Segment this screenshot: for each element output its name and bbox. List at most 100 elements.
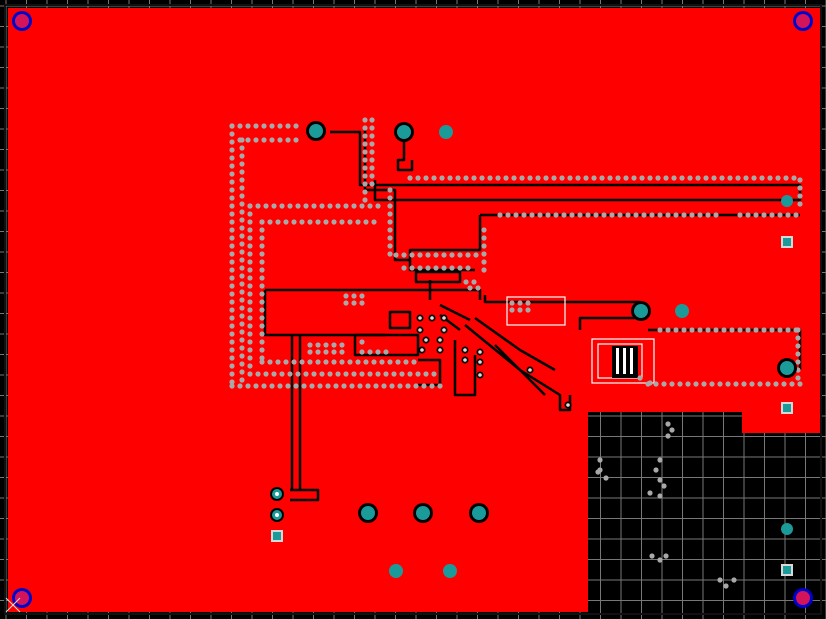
pad-icon[interactable] [675,304,689,318]
pad-icon[interactable] [389,564,403,578]
via-icon [293,123,299,129]
via-icon [447,175,453,181]
via-icon [259,291,265,297]
via-icon [669,427,675,433]
copper-pour[interactable] [8,8,822,612]
via-icon [657,327,663,333]
pad-icon[interactable] [416,506,430,520]
via-icon [777,212,783,218]
via-icon [481,267,487,273]
via-icon [229,131,235,137]
via-icon [795,375,801,381]
via-icon [585,212,591,218]
via-icon [438,338,442,342]
via-icon [713,212,719,218]
via-icon [339,342,345,348]
via-icon [247,267,253,273]
via-icon [481,243,487,249]
via-icon [331,342,337,348]
via-icon [323,219,329,225]
via-icon [255,371,261,377]
pad-icon[interactable] [397,125,411,139]
via-icon [465,265,471,271]
via-icon [375,349,381,355]
via-icon [537,212,543,218]
ic-footprint[interactable] [612,346,638,378]
via-icon [401,252,407,258]
via-icon [229,315,235,321]
via-icon [369,173,375,179]
via-icon [421,383,427,389]
via-icon [239,281,245,287]
via-icon [423,175,429,181]
trace [414,270,462,284]
via-icon [473,252,479,258]
via-icon [293,383,299,389]
via-icon [367,203,373,209]
square-pad-icon[interactable] [783,404,791,412]
mount-holes[interactable] [12,11,813,608]
via-icon [315,349,321,355]
via-icon [279,203,285,209]
via-icon [239,161,245,167]
via-icon [561,212,567,218]
via-icon [229,323,235,329]
pad-icon[interactable] [781,195,793,207]
pad-hole [275,513,279,517]
via-icon [362,189,368,195]
pad-icon[interactable] [309,124,323,138]
pad-icon[interactable] [634,304,648,318]
via-icon [781,381,787,387]
via-icon [239,201,245,207]
via-icon [229,259,235,265]
via-icon [239,361,245,367]
via-icon [275,219,281,225]
via-icon [247,355,253,361]
square-pad-icon[interactable] [783,566,791,574]
via-icon [641,212,647,218]
via-icon [387,251,393,257]
pad-icon[interactable] [361,506,375,520]
mount-hole-icon[interactable] [793,11,813,31]
via-icon [745,327,751,333]
mount-hole-icon[interactable] [12,11,32,31]
via-icon [359,371,365,377]
via-icon [239,225,245,231]
via-icon [429,383,435,389]
via-icon [303,371,309,377]
via-icon [239,257,245,263]
via-icon [229,171,235,177]
via-icon [229,339,235,345]
via-icon [583,175,589,181]
via-icon [259,355,265,361]
via-icon [417,252,423,258]
via-icon [303,203,309,209]
mount-hole-icon[interactable] [12,588,32,608]
pad-icon[interactable] [439,125,453,139]
via-icon [671,175,677,181]
square-pad-icon[interactable] [783,238,791,246]
via-icon [239,153,245,159]
mount-hole-icon[interactable] [793,588,813,608]
via-icon [351,300,357,306]
via-icon [319,371,325,377]
pad-icon[interactable] [443,564,457,578]
via-icon [239,369,245,375]
via-icon [315,219,321,225]
pad-icon[interactable] [781,523,793,535]
trace [353,333,420,357]
via-icon [311,203,317,209]
via-icon [681,327,687,333]
via-icon [741,381,747,387]
via-icon [315,359,321,365]
pad-icon[interactable] [780,361,794,375]
pad-icon[interactable] [472,506,486,520]
via-icon [259,227,265,233]
square-pad-icon[interactable] [273,532,281,540]
pad-layer[interactable] [270,121,797,578]
via-icon [525,307,531,313]
via-icon [685,381,691,387]
via-icon [569,212,575,218]
